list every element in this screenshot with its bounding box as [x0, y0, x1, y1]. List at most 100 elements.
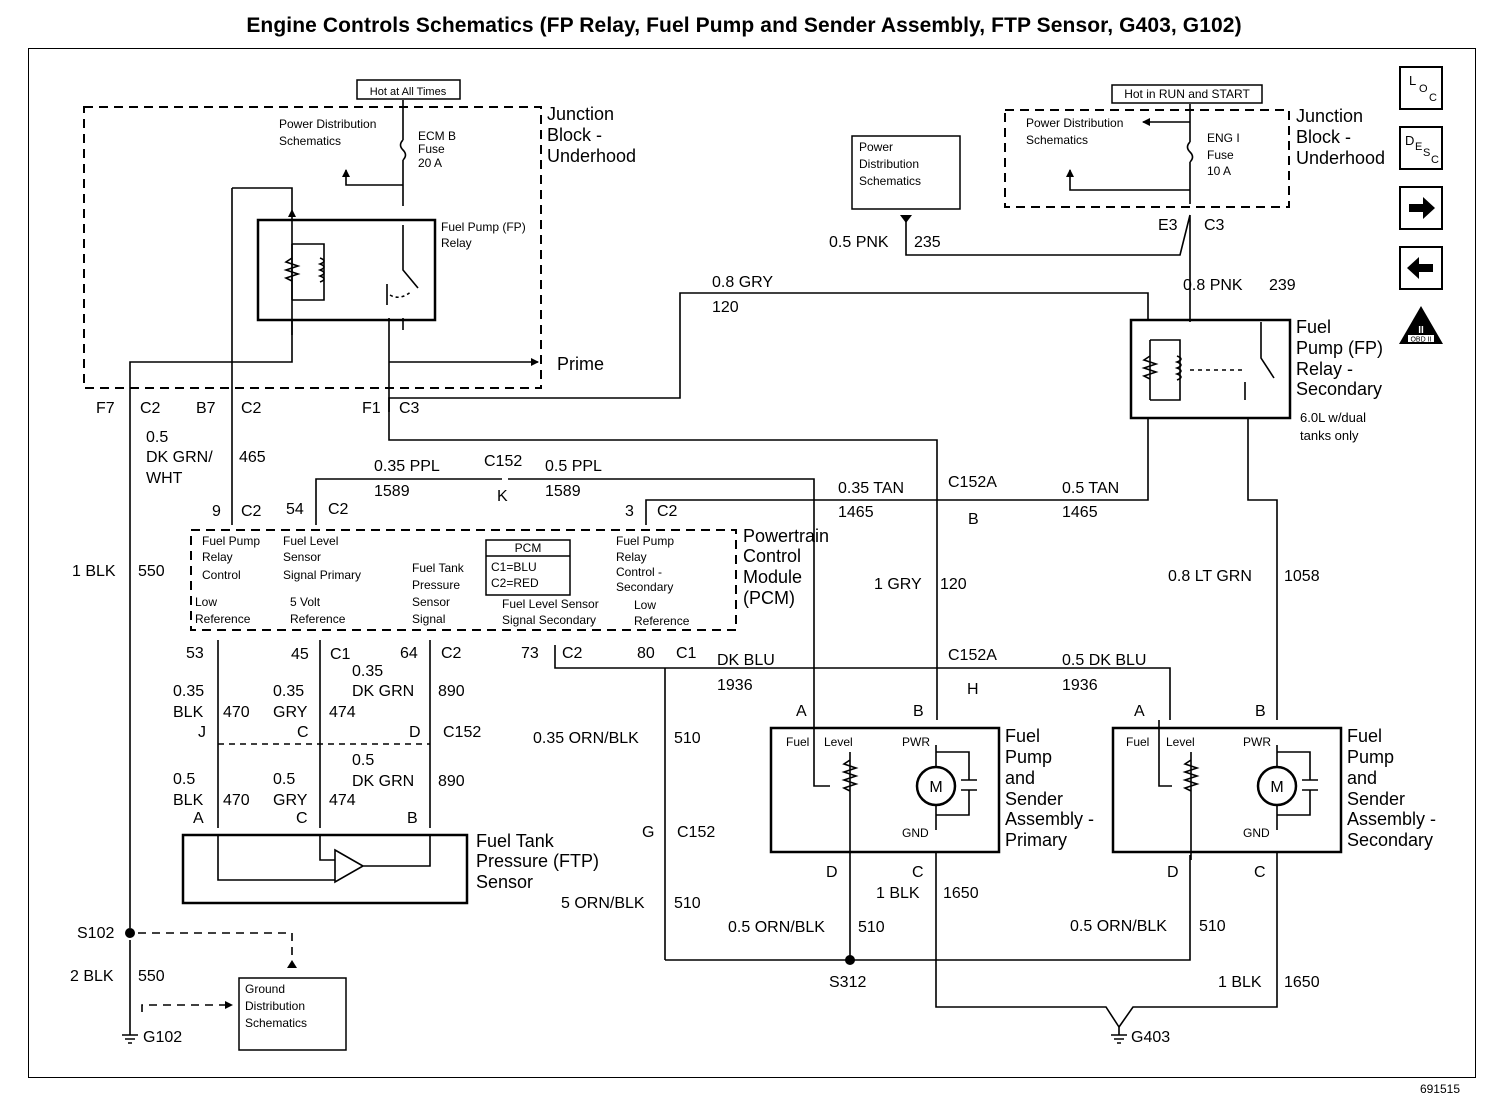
schematic-label: DK BLU	[717, 652, 775, 669]
svg-text:O: O	[1419, 83, 1428, 95]
svg-text:E: E	[1415, 141, 1422, 153]
schematic-label: Signal	[412, 612, 445, 626]
schematic-label: GRY	[273, 792, 308, 809]
schematic-label: 120	[712, 299, 739, 316]
schematic-label: A	[796, 703, 807, 720]
schematic-label: Ground	[245, 982, 285, 996]
schematic-label: C1	[676, 645, 697, 662]
pump-secondary-box	[1111, 726, 1343, 854]
schematic-label: Relay	[441, 236, 472, 250]
schematic-label: B7	[196, 400, 216, 417]
schematic-label: Fuel	[1296, 317, 1331, 337]
schematic-label: and	[1347, 768, 1377, 788]
schematic-label: (PCM)	[743, 588, 795, 608]
schematic-label: Module	[743, 567, 802, 587]
schematic-label: PWR	[902, 735, 930, 749]
pump-primary-box	[769, 726, 1001, 854]
schematic-label: 6.0L w/dual	[1300, 410, 1366, 425]
schematic-label: Fuel Tank	[476, 831, 555, 851]
prev-arrow-icon[interactable]	[1399, 246, 1443, 290]
schematic-label: C2	[657, 503, 678, 520]
splice-s102	[125, 928, 135, 938]
next-arrow-glyph	[1409, 197, 1435, 219]
schematic-label: Control -	[616, 565, 662, 579]
schematic-label: B	[968, 511, 979, 528]
hot-at-all-times-box	[356, 79, 461, 100]
next-arrow-icon[interactable]	[1399, 186, 1443, 230]
schematic-label: S312	[829, 974, 866, 991]
schematic-label: Pressure	[412, 578, 460, 592]
schematic-label: Fuel Tank	[412, 561, 465, 575]
schematic-label: Hot at All Times	[370, 86, 447, 98]
schematic-label: Fuel Pump (FP)	[441, 220, 526, 234]
schematic-label: 0.5 DK BLU	[1062, 652, 1146, 669]
schematic-label: Pump	[1347, 747, 1394, 767]
schematic-label: 0.35 TAN	[838, 480, 904, 497]
schematic-label: Relay	[202, 550, 233, 564]
schematic-label: 5 Volt	[290, 595, 321, 609]
schematic-label: Fuel Pump	[616, 534, 674, 548]
svg-text:OBD II: OBD II	[1410, 337, 1431, 344]
schematic-label: 470	[223, 792, 250, 809]
schematic-label: K	[497, 488, 508, 505]
schematic-label: GRY	[273, 704, 308, 721]
schematic-label: Assembly -	[1005, 809, 1094, 829]
schematic-label: Control	[202, 568, 241, 582]
schematic-label: C152	[677, 824, 715, 841]
schematic-label: 1 BLK	[876, 885, 920, 902]
schematic-label: Fuel Level Sensor	[502, 597, 599, 611]
schematic-label: C152A	[948, 647, 997, 664]
schematic-label: Block -	[1296, 127, 1351, 147]
schematic-label: 73	[521, 645, 539, 662]
schematic-label: GND	[1243, 826, 1270, 840]
schematic-label: Fuse	[1207, 148, 1234, 162]
schematic-label: 1 BLK	[72, 563, 116, 580]
schematic-label: C	[1254, 864, 1266, 881]
schematic-label: 465	[239, 449, 266, 466]
schematic-label: Fuel	[786, 735, 809, 749]
svg-text:D: D	[1405, 133, 1414, 148]
schematic-label: D	[1167, 864, 1179, 881]
schematic-label: Block -	[547, 125, 602, 145]
schematic-label: 1650	[943, 885, 979, 902]
schematic-label: 235	[914, 234, 941, 251]
schematic-label: 54	[286, 501, 304, 518]
schematic-label: Pump	[1005, 747, 1052, 767]
schematic-label: 510	[674, 730, 701, 747]
schematic-label: G403	[1131, 1029, 1170, 1046]
schematic-label: 10 A	[1207, 164, 1231, 178]
schematic-label: 0.5	[352, 752, 374, 769]
hot-in-run-start-box	[1111, 84, 1263, 104]
power-distribution-box	[851, 135, 961, 210]
schematic-label: Level	[824, 735, 853, 749]
schematic-label: 0.35	[273, 683, 304, 700]
schematic-label: F7	[96, 400, 115, 417]
schematic-label: ECM B	[418, 129, 456, 143]
schematic-label: Hot in RUN and START	[1124, 87, 1250, 101]
schematic-label: Secondary	[1296, 379, 1382, 399]
schematic-label: 80	[637, 645, 655, 662]
svg-text:S: S	[1423, 147, 1430, 159]
schematic-label: 470	[223, 704, 250, 721]
schematic-label: 5 ORN/BLK	[561, 895, 645, 912]
schematic-label: D	[409, 724, 421, 741]
schematic-label: C2	[562, 645, 583, 662]
splice-s312	[845, 955, 855, 965]
schematic-label: Power	[859, 140, 893, 154]
schematic-label: Low	[195, 595, 217, 609]
schematic-label: Reference	[195, 612, 251, 626]
schematic-label: 550	[138, 563, 165, 580]
schematic-label: 1936	[1062, 677, 1098, 694]
schematic-label: Fuel Level	[283, 534, 338, 548]
schematic-label: B	[407, 810, 418, 827]
fp-relay-box	[256, 218, 437, 322]
schematic-label: C2	[140, 400, 161, 417]
schematic-label: C2	[241, 503, 262, 520]
schematic-label: 0.5	[273, 771, 295, 788]
schematic-label: Signal Primary	[283, 568, 361, 582]
